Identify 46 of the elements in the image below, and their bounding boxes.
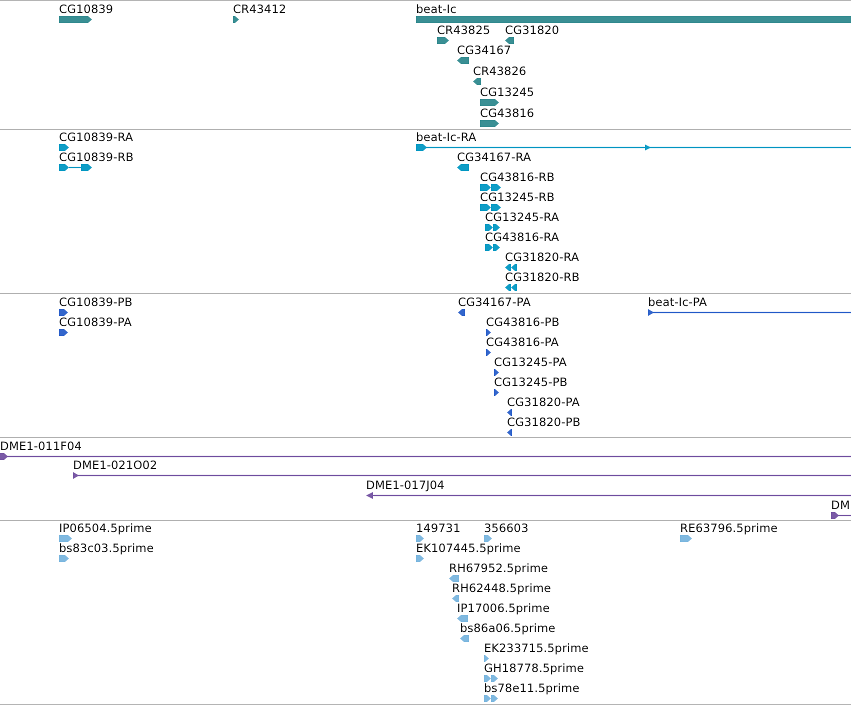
feature-label: IP17006.5prime bbox=[457, 602, 550, 615]
feature-label: CR43825 bbox=[437, 24, 490, 37]
feature-label: CG31820-PA bbox=[507, 396, 580, 409]
feature-label: CG10839-PA bbox=[59, 316, 132, 329]
feature-label: RH67952.5prime bbox=[449, 562, 548, 575]
feature-label: CG34167-RA bbox=[457, 151, 532, 164]
feature-label: CG13245-PA bbox=[494, 356, 567, 369]
feature-label: CR43412 bbox=[233, 3, 286, 16]
feature-label: DME1-011F04 bbox=[0, 440, 82, 453]
feature-label: CG31820-RB bbox=[505, 271, 580, 284]
feature-label: CG10839-PB bbox=[59, 296, 132, 309]
feature-label: DME1-017J04 bbox=[366, 479, 445, 492]
feature-label: CG31820-RA bbox=[505, 251, 580, 264]
feature-label: CG43816-RA bbox=[485, 231, 560, 244]
feature-label: CG10839-RB bbox=[59, 151, 134, 164]
feature-label: CG10839 bbox=[59, 3, 114, 16]
feature-label: 356603 bbox=[484, 522, 528, 535]
feature-label: CG43816-RB bbox=[480, 171, 555, 184]
feature-label: CG10839-RA bbox=[59, 131, 134, 144]
feature-label: EK233715.5prime bbox=[484, 642, 589, 655]
feature-label: CG13245-PB bbox=[494, 376, 568, 389]
feature-label: DME1-021O02 bbox=[73, 459, 158, 472]
feature-label: IP06504.5prime bbox=[59, 522, 152, 535]
feature-label: beat-Ic-RA bbox=[416, 131, 476, 144]
feature-label: DM bbox=[831, 499, 850, 512]
feature-label: bs86a06.5prime bbox=[460, 622, 556, 635]
feature-label: beat-Ic-PA bbox=[648, 296, 708, 309]
feature-label: RE63796.5prime bbox=[680, 522, 778, 535]
feature-label: CG31820-PB bbox=[507, 416, 580, 429]
feature-label: CG13245 bbox=[480, 86, 534, 99]
feature-label: CG31820 bbox=[505, 24, 560, 37]
feature-label: CR43826 bbox=[473, 65, 526, 78]
feature-label: CG43816-PB bbox=[486, 316, 560, 329]
feature-label: GH18778.5prime bbox=[484, 662, 584, 675]
feature-label: CG43816-PA bbox=[486, 336, 559, 349]
feature-label: CG43816 bbox=[480, 107, 534, 120]
feature-label: RH62448.5prime bbox=[452, 582, 552, 595]
feature-label: beat-Ic bbox=[416, 3, 456, 16]
feature-label: CG13245-RB bbox=[480, 191, 555, 204]
feature-label: bs78e11.5prime bbox=[484, 682, 580, 695]
feature-label: CG34167 bbox=[457, 44, 512, 57]
feature-label: 149731 bbox=[416, 522, 460, 535]
feature-label: EK107445.5prime bbox=[416, 542, 521, 555]
feature-label: bs83c03.5prime bbox=[59, 542, 154, 555]
feature-label: CG13245-RA bbox=[485, 211, 560, 224]
feature-label: CG34167-PA bbox=[458, 296, 531, 309]
